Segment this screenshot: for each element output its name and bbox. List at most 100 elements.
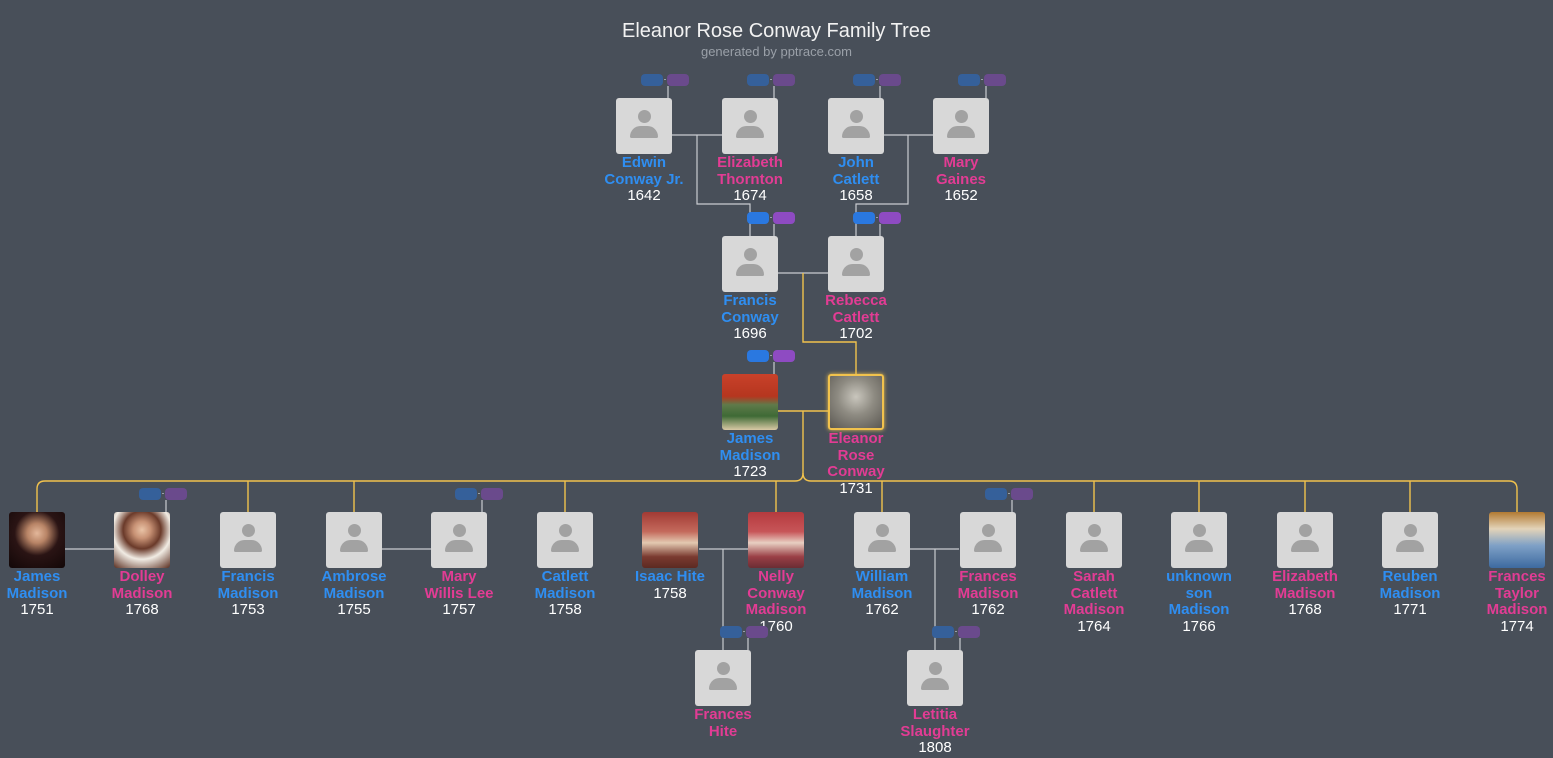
dolley-madison-portrait[interactable] [114, 512, 170, 568]
expand-parents-button[interactable] [853, 212, 875, 224]
avatar-placeholder-icon[interactable] [960, 512, 1016, 568]
isaac-hite-portrait[interactable] [642, 512, 698, 568]
person-name[interactable]: Isaac Hite [634, 568, 706, 585]
expand-parents-button[interactable] [853, 74, 875, 86]
eleanor-conway-portrait[interactable] [828, 374, 884, 430]
expand-partners-button[interactable] [879, 212, 901, 224]
expand-partners-button[interactable] [984, 74, 1006, 86]
expand-partners-button[interactable] [773, 212, 795, 224]
avatar-placeholder-icon[interactable] [695, 650, 751, 706]
avatar-placeholder-icon[interactable] [1066, 512, 1122, 568]
avatar-placeholder-icon[interactable] [326, 512, 382, 568]
expand-parents-button[interactable] [720, 626, 742, 638]
avatar-placeholder-icon[interactable] [1171, 512, 1227, 568]
avatar-placeholder-icon[interactable] [907, 650, 963, 706]
avatar-placeholder-icon[interactable] [722, 98, 778, 154]
expand-parents-button[interactable] [932, 626, 954, 638]
expand-partners-button[interactable] [773, 350, 795, 362]
expand-parents-button[interactable] [641, 74, 663, 86]
expand-partners-button[interactable] [879, 74, 901, 86]
expand-partners-button[interactable] [165, 488, 187, 500]
expand-partners-button[interactable] [773, 74, 795, 86]
james-madison-sr-portrait[interactable] [722, 374, 778, 430]
expand-partners-button[interactable] [481, 488, 503, 500]
expand-parents-button[interactable] [747, 212, 769, 224]
avatar-placeholder-icon[interactable] [431, 512, 487, 568]
expand-parents-button[interactable] [958, 74, 980, 86]
avatar-placeholder-icon[interactable] [537, 512, 593, 568]
avatar-placeholder-icon[interactable] [1382, 512, 1438, 568]
expand-parents-button[interactable] [455, 488, 477, 500]
avatar-placeholder-icon[interactable] [828, 236, 884, 292]
avatar-placeholder-icon[interactable] [1277, 512, 1333, 568]
expand-partners-button[interactable] [746, 626, 768, 638]
james-madison-portrait[interactable] [9, 512, 65, 568]
avatar-placeholder-icon[interactable] [828, 98, 884, 154]
avatar-placeholder-icon[interactable] [933, 98, 989, 154]
avatar-placeholder-icon[interactable] [722, 236, 778, 292]
avatar-placeholder-icon[interactable] [616, 98, 672, 154]
expand-parents-button[interactable] [985, 488, 1007, 500]
person-birth-year: 1758 [653, 584, 687, 602]
avatar-placeholder-icon[interactable] [854, 512, 910, 568]
expand-partners-button[interactable] [667, 74, 689, 86]
expand-partners-button[interactable] [1011, 488, 1033, 500]
expand-parents-button[interactable] [747, 350, 769, 362]
expand-partners-button[interactable] [958, 626, 980, 638]
expand-parents-button[interactable] [139, 488, 161, 500]
avatar-placeholder-icon[interactable] [220, 512, 276, 568]
nelly-conway-madison-portrait[interactable] [748, 512, 804, 568]
expand-parents-button[interactable] [747, 74, 769, 86]
frances-taylor-madison-portrait[interactable] [1489, 512, 1545, 568]
